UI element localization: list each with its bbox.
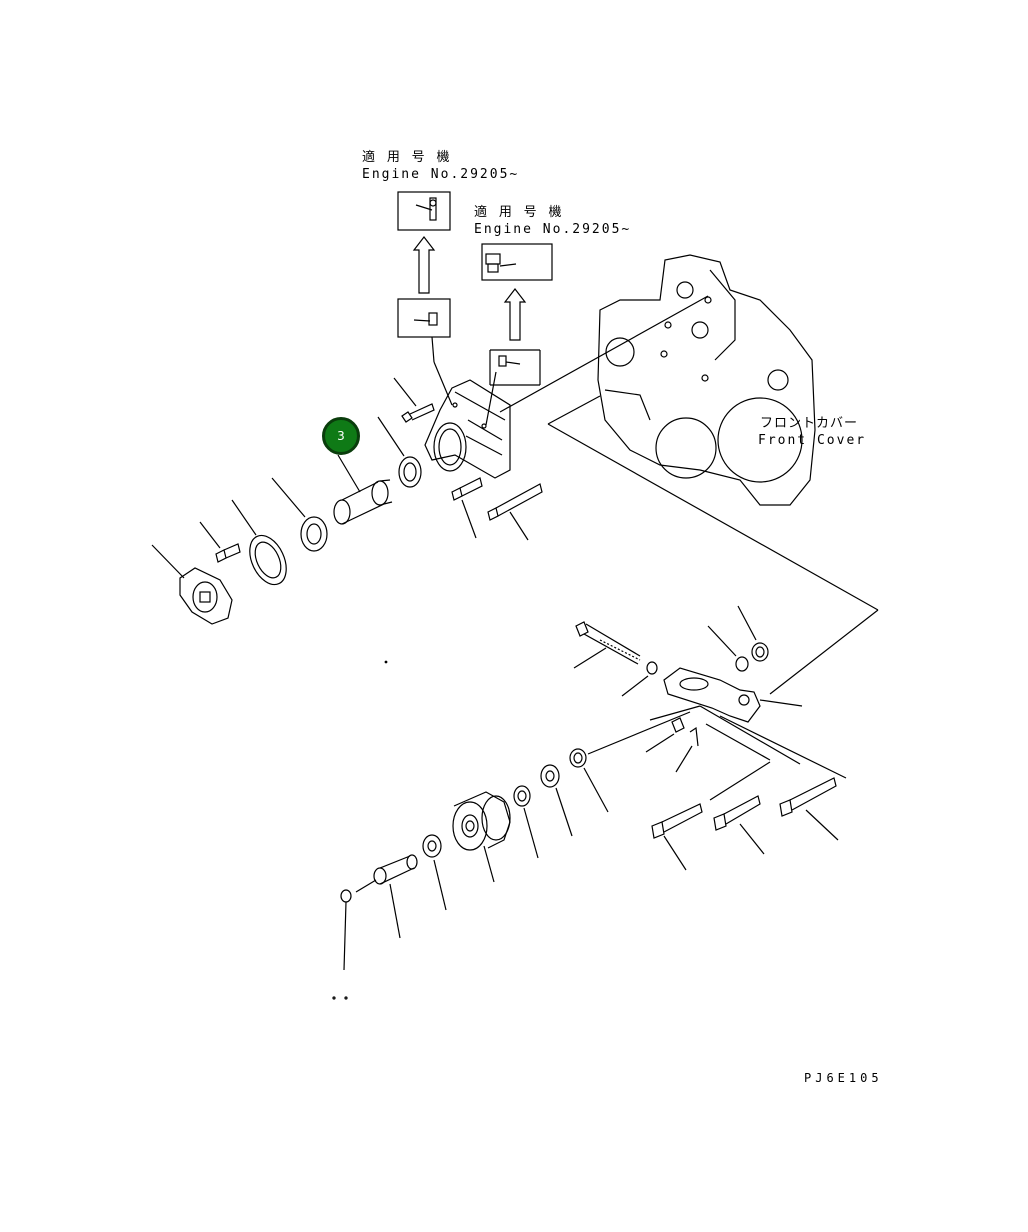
nut-2 (540, 764, 573, 837)
long-bolt (573, 621, 641, 669)
note-1-engine-no: Engine No.29205~ (362, 167, 520, 182)
frame-line-2 (769, 609, 879, 695)
clip (645, 717, 685, 753)
front-cover-en: Front Cover (758, 433, 867, 448)
bolt-icon (413, 312, 438, 326)
bolt-3 (451, 477, 483, 539)
bracket (663, 667, 803, 723)
pin (675, 726, 699, 773)
bolt-1 (393, 377, 435, 423)
washer-1 (621, 661, 658, 697)
note-2-title: 適 用 号 機 (474, 205, 564, 220)
spacer (569, 711, 691, 813)
frame-line-3 (649, 705, 701, 721)
washer-2 (707, 625, 749, 672)
nut-3 (513, 785, 539, 859)
gasket (231, 499, 287, 586)
fitting-icon (415, 197, 437, 221)
up-arrow-2 (503, 288, 527, 341)
up-arrow-1 (412, 236, 436, 294)
bolt-4 (487, 483, 543, 541)
shaft (333, 454, 393, 525)
note-1-title: 適 用 号 機 (362, 150, 452, 165)
speck (384, 660, 388, 664)
grease-fitting (332, 889, 352, 1000)
nut-4 (422, 834, 447, 911)
frame-line-5 (719, 715, 847, 779)
cover-plate (151, 544, 233, 625)
bolt-6 (713, 795, 765, 855)
stud-shaft (355, 854, 418, 939)
front-cover-outline (499, 254, 816, 506)
frame-line-6 (705, 723, 771, 761)
note-box-2 (481, 243, 553, 426)
note-2-engine-no: Engine No.29205~ (474, 222, 632, 237)
callout-3-badge[interactable]: 3 (322, 417, 360, 455)
pulley (452, 791, 511, 883)
frame-line-1 (547, 423, 879, 611)
bolt-7 (779, 777, 839, 841)
pump-housing (424, 379, 511, 479)
front-cover-jp: フロントカバー (760, 416, 859, 431)
bolt-2 (199, 521, 241, 563)
frame-line-4 (699, 705, 801, 765)
note-box-1 (397, 191, 453, 406)
drawing-code: PJ6E105 (804, 1071, 883, 1085)
bearing-2 (271, 477, 328, 552)
plug-icon (485, 253, 517, 273)
nut-1 (737, 605, 769, 662)
bearing-1 (377, 416, 422, 488)
bolt-5 (651, 761, 771, 871)
